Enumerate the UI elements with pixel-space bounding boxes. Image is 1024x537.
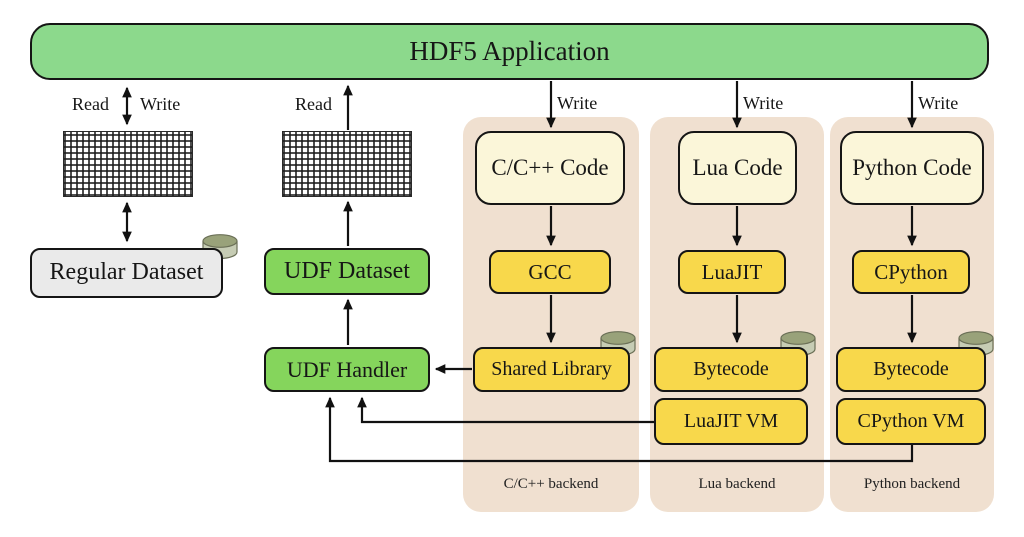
write-label-python: Write	[918, 93, 959, 113]
c-code-box: C/C++ Code	[475, 131, 625, 205]
lua-bytecode-label: Bytecode	[693, 358, 769, 380]
read-label-regular: Read	[72, 94, 109, 114]
lua-backend-caption: Lua backend	[698, 476, 776, 492]
udf-dataset-label: UDF Dataset	[284, 257, 410, 284]
python-code-box: Python Code	[840, 131, 984, 205]
dataset-chunks-image-regular	[63, 131, 193, 197]
luajit-box: LuaJIT	[678, 250, 786, 294]
udf-dataset-box: UDF Dataset	[264, 248, 430, 295]
shared-library-label: Shared Library	[491, 358, 612, 380]
cpython-vm-label: CPython VM	[857, 410, 965, 432]
luajit-vm-label: LuaJIT VM	[683, 410, 779, 432]
luajit-label: LuaJIT	[701, 259, 763, 284]
lua-code-label: Lua Code	[692, 154, 783, 180]
write-label-lua: Write	[743, 93, 784, 113]
cpython-vm-box: CPython VM	[836, 398, 986, 445]
cpython-label: CPython	[874, 259, 948, 284]
gcc-label: GCC	[528, 259, 572, 284]
gcc-box: GCC	[489, 250, 611, 294]
udf-handler-box: UDF Handler	[264, 347, 430, 392]
python-code-label: Python Code	[852, 154, 972, 180]
hdf5-application-label: HDF5 Application	[409, 36, 610, 67]
python-bytecode-box: Bytecode	[836, 347, 986, 392]
write-label-regular: Write	[140, 94, 181, 114]
regular-dataset-label: Regular Dataset	[49, 259, 204, 286]
read-label-udf: Read	[295, 94, 332, 114]
hdf5-application-box: HDF5 Application	[30, 23, 989, 80]
python-backend-caption: Python backend	[863, 476, 961, 492]
c-backend-caption: C/C++ backend	[503, 476, 599, 492]
c-code-label: C/C++ Code	[491, 154, 609, 180]
regular-dataset-box: Regular Dataset	[30, 248, 223, 298]
luajit-vm-box: LuaJIT VM	[654, 398, 808, 445]
udf-handler-label: UDF Handler	[286, 356, 408, 382]
dataset-chunks-image-udf	[282, 131, 412, 197]
lua-code-box: Lua Code	[678, 131, 797, 205]
python-bytecode-label: Bytecode	[873, 358, 949, 380]
shared-library-box: Shared Library	[473, 347, 630, 392]
write-label-c: Write	[557, 93, 598, 113]
lua-bytecode-box: Bytecode	[654, 347, 808, 392]
cpython-box: CPython	[852, 250, 970, 294]
